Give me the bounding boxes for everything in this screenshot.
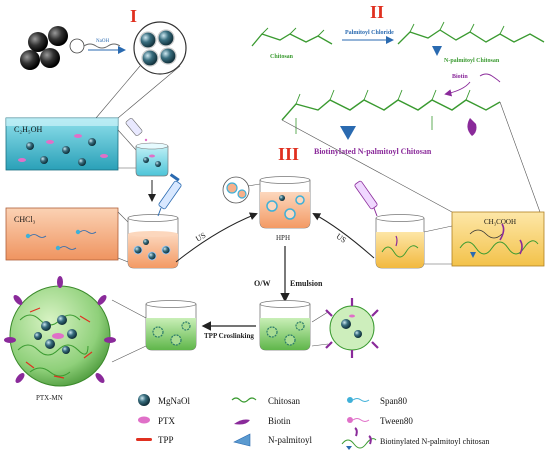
legend-label: N-palmitoyl (268, 435, 312, 445)
biotinylated-label: Biotinylated N-palmitoyl Chitosan (314, 147, 432, 156)
syringe-icon (157, 173, 182, 217)
zoom-line (117, 211, 129, 223)
palmitoyl-chloride-label: Palmitoyl Chloride (345, 30, 394, 36)
chitosan-label: Chitosan (270, 54, 294, 60)
legend-label: Chitosan (268, 396, 301, 406)
n-palmitoyl-chitosan-chain: N-palmitoyl Chitosan (397, 21, 545, 64)
coated-nanoparticle-zoom (133, 21, 187, 75)
zoom-line (111, 299, 147, 319)
chitosan-legend-icon (231, 397, 257, 403)
ptx-mn-nanoparticle (4, 276, 116, 387)
legend-label: Biotin (268, 416, 291, 426)
us-left-label: US (194, 231, 207, 244)
droplet-zoom (222, 176, 250, 204)
legend-label: Tween80 (380, 416, 413, 426)
biotin-icon (467, 118, 477, 136)
zoom-line (423, 225, 453, 233)
bnpc-legend-icon (341, 427, 377, 450)
biotin-legend-icon (234, 419, 250, 425)
chloroform-beaker (127, 214, 179, 269)
n-palmitoyl-chitosan-label: N-palmitoyl Chitosan (444, 58, 500, 64)
us-right-label: US (334, 232, 348, 245)
chloroform-box: CHCl₃ (5, 207, 119, 261)
emulsion-droplet-zoom (325, 298, 379, 358)
hph-label: HPH (276, 234, 290, 242)
acetic-acid-label: CH₃COOH (484, 218, 516, 226)
biotin-arrow-label: Biotin (452, 74, 468, 80)
zoom-line (117, 129, 137, 151)
zoom-line (95, 65, 141, 119)
legend-label: PTX (158, 416, 176, 426)
zoom-line (311, 311, 329, 323)
tpp-crosslinking-label: TPP Croslinking (204, 332, 254, 340)
palmitoyl-triangle-icon (432, 46, 442, 56)
zoom-line (247, 183, 261, 187)
acetic-acid-box: CH₃COOH (451, 211, 545, 267)
ethanol-label: C₂H₅OH (14, 125, 42, 134)
zoom-line (117, 65, 181, 119)
legend-label: Biotinylated N-palmitoyl chitosan (380, 437, 489, 446)
legend-label: TPP (158, 435, 174, 445)
ow-label: O/W (254, 279, 270, 288)
tpp-legend-icon (136, 438, 152, 441)
zoom-line (311, 343, 329, 347)
zoom-line (117, 257, 129, 263)
legend-label: MgNaOl (158, 396, 190, 406)
hph-beaker (259, 176, 311, 229)
mgnaol-legend-icon (138, 394, 150, 406)
acetic-acid-beaker (375, 214, 425, 269)
n-palmitoyl-legend-icon (233, 433, 251, 447)
emulsion-beaker (259, 300, 311, 351)
zoom-line (111, 345, 147, 363)
zoom-line (499, 101, 541, 213)
chloroform-label: CHCl₃ (14, 215, 36, 224)
mgnaol-particles (20, 26, 68, 70)
biotin-arrow (444, 81, 471, 97)
syringe-icon (354, 180, 378, 217)
pouring-cylinder (125, 118, 152, 146)
biotin-molecule-icon (479, 73, 501, 83)
tween80-legend-icon (347, 417, 353, 423)
legend: MgNaOl PTX TPP Chitosan Biotin N-palmito… (136, 394, 489, 450)
biotinylated-chain: Biotinylated N-palmitoyl Chitosan (281, 89, 501, 156)
section-one-label: I (130, 6, 137, 26)
ptx-mn-label: PTX-MN (36, 394, 63, 402)
ptx-legend-icon (138, 416, 150, 424)
emulsion-label: Emulsion (290, 279, 323, 288)
ethanol-box: C₂H₅OH (5, 117, 119, 171)
us-right-arrow (312, 213, 375, 259)
palmitoyl-triangle-icon (340, 126, 356, 140)
zoom-line (281, 119, 453, 213)
ethanol-beaker (135, 142, 169, 177)
span80-legend-icon (347, 397, 353, 403)
chitosan-chain: Chitosan (251, 27, 333, 60)
us-left-arrow (175, 212, 258, 263)
naoh-label: NaOH (96, 39, 109, 44)
section-two-label: II (370, 2, 384, 22)
section-three-label: III (278, 144, 299, 164)
legend-label: Span80 (380, 396, 408, 406)
crosslinked-beaker (145, 300, 197, 351)
oleate-molecule-icon (69, 38, 121, 54)
